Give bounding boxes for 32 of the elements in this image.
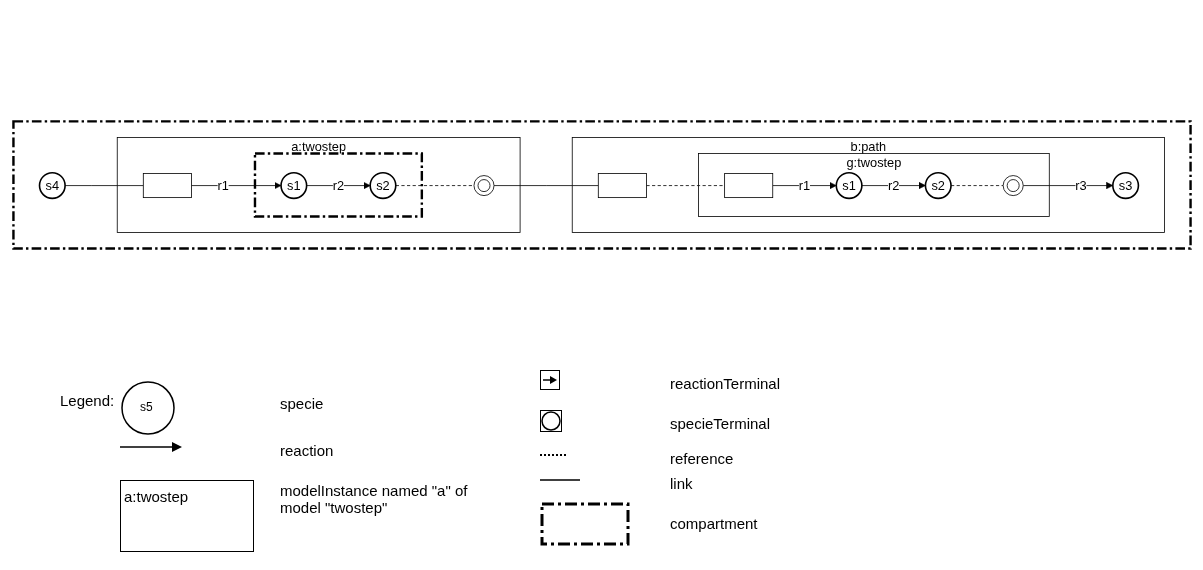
connector bbox=[493, 185, 599, 186]
node-circle: s1 bbox=[835, 172, 863, 200]
connector bbox=[645, 185, 725, 186]
legend-text: reference bbox=[670, 450, 734, 467]
legend-text: specieTerminal bbox=[670, 415, 771, 432]
node-circle: s2 bbox=[924, 172, 952, 200]
node-circle bbox=[473, 175, 494, 197]
sample-text: a:twostep bbox=[124, 488, 189, 505]
legend-heading: Legend: bbox=[60, 392, 115, 409]
node-circle: s2 bbox=[368, 172, 397, 200]
node-circle: s4 bbox=[38, 172, 66, 200]
edge-label: r2 bbox=[332, 178, 344, 193]
legend-text: reactionTerminal bbox=[670, 375, 781, 392]
node-circle bbox=[1002, 175, 1024, 197]
cluster bbox=[253, 152, 423, 218]
node-box bbox=[723, 173, 773, 199]
legend-text: modelInstance named "a" of model "twostep" bbox=[280, 482, 469, 516]
legend-text: compartment bbox=[670, 515, 758, 532]
connector bbox=[64, 185, 144, 186]
node-circle: s1 bbox=[279, 172, 307, 200]
edge-label: r2 bbox=[887, 178, 899, 193]
edge-label: r1 bbox=[216, 178, 229, 193]
cluster bbox=[11, 120, 1192, 250]
legend-text: specie bbox=[280, 395, 324, 412]
edge-label: r1 bbox=[798, 178, 810, 193]
node-circle: s3 bbox=[1111, 172, 1139, 200]
legend-text: reaction bbox=[280, 442, 334, 459]
edge-label: r3 bbox=[1074, 178, 1087, 193]
node-box bbox=[142, 173, 192, 199]
sample-text: s5 bbox=[140, 400, 153, 414]
node-box bbox=[597, 173, 647, 199]
legend-text: link bbox=[670, 475, 693, 492]
